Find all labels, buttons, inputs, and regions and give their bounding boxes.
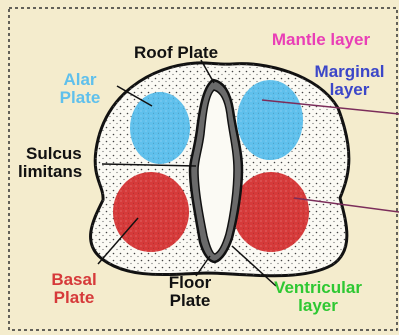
floor-plate-label: Floor Plate <box>150 274 230 310</box>
marginal-layer-label: Marginal layer <box>300 63 399 99</box>
marginal-layer-line-1: Marginal <box>300 63 399 81</box>
basal-plate-left-texture <box>113 172 189 252</box>
alar-plate-right-texture <box>237 80 303 160</box>
mantle-layer-text: Mantle layer <box>272 30 370 49</box>
basal-plate-right-texture <box>233 172 309 252</box>
sulcus-limitans-label: Sulcus limitans <box>18 145 118 181</box>
roof-plate-label: Roof Plate <box>112 44 240 62</box>
ventricular-layer-line-2: layer <box>248 297 388 315</box>
ventricular-layer-label: Ventricular layer <box>248 279 388 315</box>
alar-plate-label: Alar Plate <box>44 71 116 107</box>
floor-plate-line-2: Plate <box>150 292 230 310</box>
basal-plate-line-1: Basal <box>34 271 114 289</box>
mantle-layer-label: Mantle layer <box>248 31 394 49</box>
alar-plate-left-texture <box>130 92 190 164</box>
roof-plate-text: Roof Plate <box>134 43 218 62</box>
ventricular-layer-line-1: Ventricular <box>248 279 388 297</box>
marginal-layer-line-2: layer <box>300 81 399 99</box>
floor-plate-line-1: Floor <box>150 274 230 292</box>
alar-plate-line-1: Alar <box>44 71 116 89</box>
basal-plate-label: Basal Plate <box>34 271 114 307</box>
sulcus-limitans-line-2: limitans <box>18 163 118 181</box>
alar-plate-line-2: Plate <box>44 89 116 107</box>
basal-plate-line-2: Plate <box>34 289 114 307</box>
sulcus-limitans-line-1: Sulcus <box>18 145 118 163</box>
